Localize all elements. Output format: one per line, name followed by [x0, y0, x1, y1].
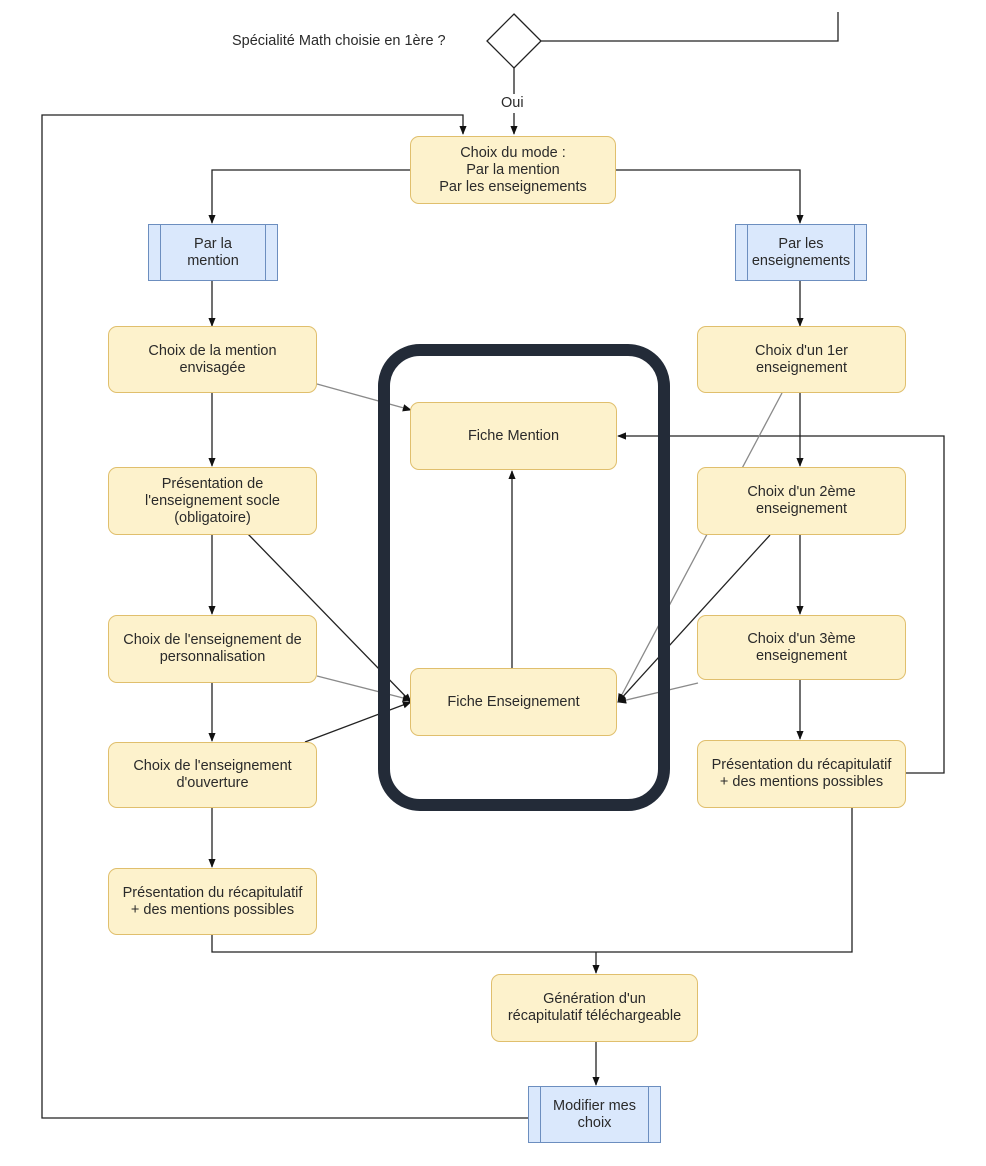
choix-1er-box[interactable]: Choix d'un 1er enseignement: [697, 326, 906, 393]
fiche-mention-box[interactable]: Fiche Mention: [410, 402, 617, 470]
choix-3eme-box[interactable]: Choix d'un 3ème enseignement: [697, 615, 906, 680]
par-mention-box[interactable]: Par la mention: [148, 224, 278, 281]
fiche-highlight-frame: [378, 344, 670, 811]
par-enseignements-box[interactable]: Par les enseignements: [735, 224, 867, 281]
yes-label: Oui: [501, 95, 524, 111]
modifier-choix-box[interactable]: Modifier mes choix: [528, 1086, 661, 1143]
generation-box[interactable]: Génération d'un récapitulatif télécharge…: [491, 974, 698, 1042]
choix-personnalisation-box[interactable]: Choix de l'enseignement de personnalisat…: [108, 615, 317, 683]
choix-2eme-box[interactable]: Choix d'un 2ème enseignement: [697, 467, 906, 535]
choix-ouverture-box[interactable]: Choix de l'enseignement d'ouverture: [108, 742, 317, 808]
choix-mode-box[interactable]: Choix du mode : Par la mention Par les e…: [410, 136, 616, 204]
fiche-enseignement-box[interactable]: Fiche Enseignement: [410, 668, 617, 736]
presentation-socle-box[interactable]: Présentation de l'enseignement socle (ob…: [108, 467, 317, 535]
recap-left-box[interactable]: Présentation du récapitulatif + des ment…: [108, 868, 317, 935]
choix-mention-box[interactable]: Choix de la mention envisagée: [108, 326, 317, 393]
recap-right-box[interactable]: Présentation du récapitulatif + des ment…: [697, 740, 906, 808]
decision-question: Spécialité Math choisie en 1ère ?: [232, 33, 446, 49]
decision-diamond: [486, 13, 542, 69]
